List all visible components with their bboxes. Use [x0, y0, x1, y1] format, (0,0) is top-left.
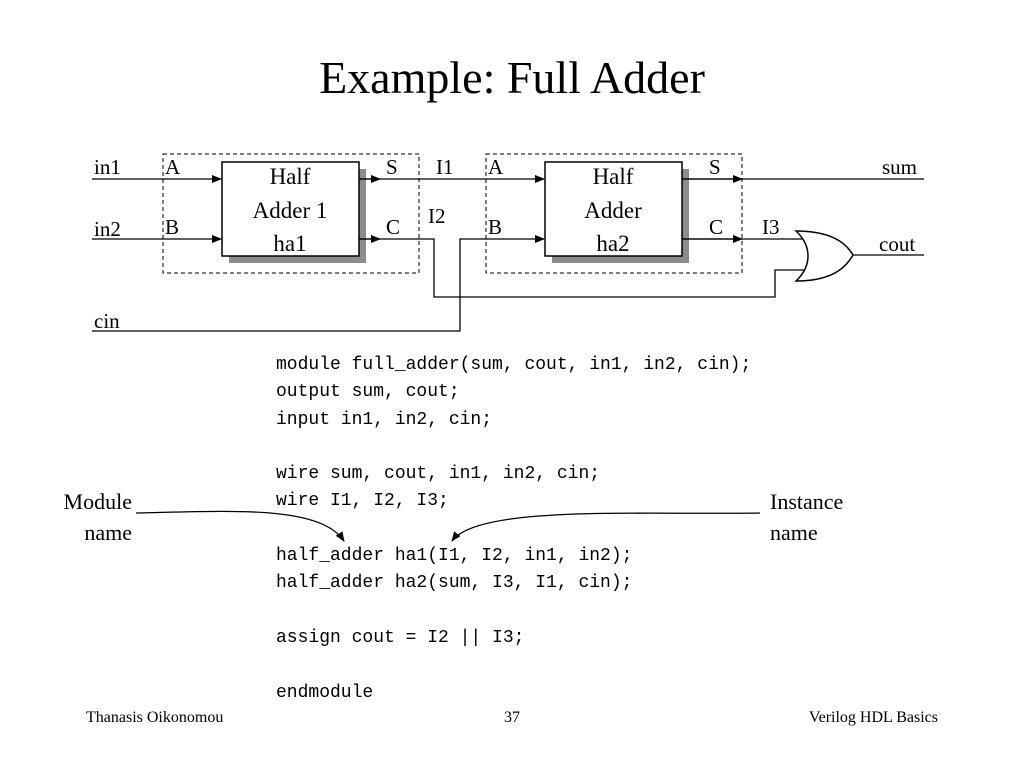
code-line: input in1, in2, cin; [276, 409, 493, 430]
instance-name-annotation-line2: name [770, 520, 818, 545]
footer-author: Thanasis Oikonomou [86, 709, 224, 726]
module-name-annotation-line1: Module [63, 489, 132, 514]
half-adder-2: Half Adder ha2 A B S C [485, 153, 743, 274]
verilog-code-block: module full_adder(sum, cout, in1, in2, c… [276, 352, 751, 707]
code-line: assign cout = I2 || I3; [276, 627, 525, 648]
code-line [276, 652, 751, 679]
module-name-arrow [135, 510, 345, 542]
wire-label-i1: I1 [436, 155, 454, 179]
slide-title: Example: Full Adder [319, 52, 705, 103]
ha2-port-b: B [488, 215, 502, 239]
code-line: wire I1, I2, I3; [276, 491, 449, 512]
output-label-cout: cout [879, 232, 915, 256]
footer-page-number: 37 [504, 709, 520, 726]
code-line [276, 598, 751, 625]
module-name-annotation: Module name [0, 486, 132, 548]
code-line: wire sum, cout, in1, in2, cin; [276, 464, 601, 485]
or-gate [794, 230, 854, 282]
ha1-block [221, 161, 360, 257]
wire-label-i2: I2 [428, 204, 446, 228]
half-adder-1-arrows [359, 175, 743, 243]
ha2-port-s: S [709, 155, 721, 179]
ha1-port-s: S [386, 155, 398, 179]
footer-course-title: Verilog HDL Basics [808, 709, 938, 726]
ha1-port-a: A [165, 155, 181, 179]
code-line: module full_adder(sum, cout, in1, in2, c… [276, 355, 752, 375]
ha2-port-c: C [709, 215, 723, 239]
wire-i2 [359, 238, 811, 298]
ha1-port-b: B [165, 215, 179, 239]
input-label-in2: in2 [94, 217, 121, 241]
code-line [276, 434, 751, 461]
ha1-label-line1: Half [270, 164, 311, 189]
input-label-in1: in1 [94, 155, 121, 179]
instance-name-annotation-line1: Instance [770, 489, 844, 514]
ha2-label-line1: Half [593, 164, 634, 189]
ha2-block [544, 161, 683, 257]
code-line: output sum, cout; [276, 382, 460, 403]
ha1-label-line2: Adder 1 [253, 198, 328, 223]
instance-name-annotation: Instance name [770, 486, 843, 548]
code-line: half_adder ha1(I1, I2, in1, in2); [276, 546, 633, 567]
ha2-label-line3: ha2 [596, 231, 629, 256]
output-label-sum: sum [882, 155, 917, 179]
ha2-port-a: A [488, 155, 504, 179]
code-line: half_adder ha2(sum, I3, I1, cin); [276, 573, 633, 594]
input-label-cin: cin [94, 309, 120, 333]
instance-name-arrow [451, 512, 761, 542]
ha1-label-line3: ha1 [273, 231, 306, 256]
ha1-port-c: C [386, 215, 400, 239]
ha2-boundary [485, 153, 743, 274]
wire-label-i3: I3 [762, 215, 780, 239]
ha1-boundary [162, 153, 420, 274]
code-line [276, 516, 751, 543]
wire-cin [92, 235, 545, 332]
module-name-annotation-line2: name [84, 520, 132, 545]
code-line: endmodule [276, 682, 374, 703]
half-adder-1: Half Adder 1 ha1 A B S C [162, 153, 420, 274]
ha2-label-line2: Adder [584, 198, 642, 223]
